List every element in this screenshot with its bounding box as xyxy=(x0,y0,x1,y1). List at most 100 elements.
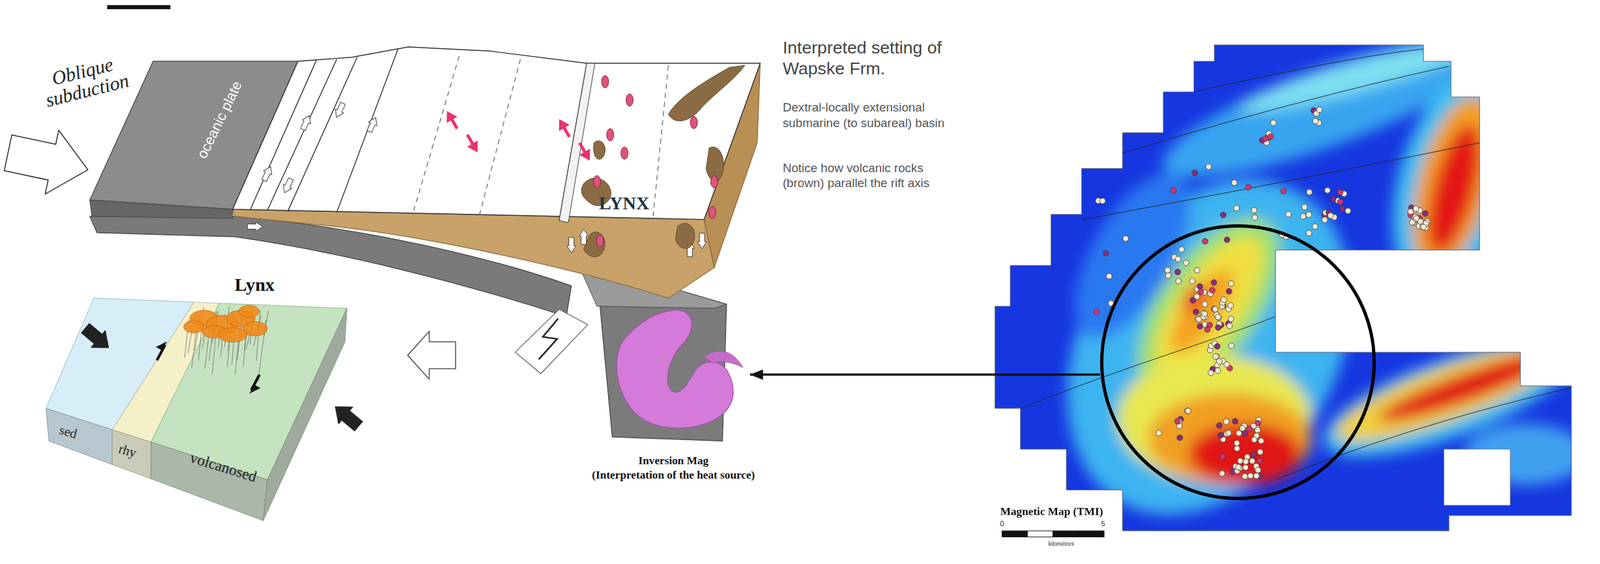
drill-collar xyxy=(1190,297,1196,304)
drill-collar xyxy=(1251,207,1258,214)
drill-collar xyxy=(1102,250,1109,257)
drill-collar xyxy=(1312,117,1319,124)
drill-collar xyxy=(1233,205,1240,212)
rupture-symbol xyxy=(538,318,559,360)
drill-collar xyxy=(1316,106,1323,113)
drill-collar xyxy=(1233,439,1240,446)
drill-collar xyxy=(1164,267,1171,274)
drill-collar xyxy=(1251,214,1258,221)
drill-collar xyxy=(1311,223,1318,230)
drill-collar xyxy=(1422,210,1429,217)
drill-collar xyxy=(1247,472,1254,479)
extension-arrow-head xyxy=(579,148,596,164)
fault-motion-arrow xyxy=(332,101,348,119)
drill-collar xyxy=(1227,316,1234,322)
shear-arrow xyxy=(150,337,167,360)
fault-line xyxy=(336,48,399,213)
drill-collar xyxy=(1205,163,1212,170)
drill-collar xyxy=(1339,205,1346,212)
fault-motion-arrow xyxy=(298,113,314,131)
drill-collar xyxy=(1420,224,1427,231)
drill-collar xyxy=(1197,289,1204,296)
drill-collar xyxy=(1122,235,1129,242)
anomaly-zone xyxy=(1417,119,1492,259)
drill-collar xyxy=(1251,436,1258,443)
volcano-symbol xyxy=(596,234,604,248)
illustration-group xyxy=(1,5,1593,564)
node-heading: Inversion Mag xyxy=(638,454,710,468)
drill-collar xyxy=(1197,323,1204,330)
map-focus-circle: Magnetic Map (TMI) xyxy=(1100,224,1376,500)
drill-collar xyxy=(1195,316,1202,322)
drill-collar xyxy=(1228,342,1235,349)
drill-collar xyxy=(1210,279,1217,286)
drill-collar xyxy=(1216,422,1223,429)
volcano-symbol xyxy=(593,175,601,188)
block-side xyxy=(263,308,347,521)
drill-collar xyxy=(1242,464,1249,471)
drill-collar xyxy=(1220,453,1226,460)
drill-collar xyxy=(1407,208,1414,215)
scale-bar-segment xyxy=(1053,530,1079,537)
compression-arrow xyxy=(407,331,456,380)
anomaly-zone xyxy=(1188,423,1301,485)
volcanic-rock xyxy=(593,140,606,160)
dashed-fault xyxy=(413,56,459,213)
drill-collar xyxy=(1214,367,1221,374)
drill-collar xyxy=(1267,133,1274,140)
volcano-symbol xyxy=(690,116,698,129)
drill-collar xyxy=(1175,269,1181,276)
drill-collar xyxy=(1175,278,1182,285)
drill-collar xyxy=(1209,287,1216,294)
node-heading: Lynx xyxy=(234,274,275,296)
geologic-contact xyxy=(1081,142,1481,219)
drill-collar xyxy=(1219,470,1226,477)
drill-collar xyxy=(1156,430,1163,437)
volcano-symbol xyxy=(626,93,634,107)
drill-collar xyxy=(1337,189,1344,195)
drill-collar xyxy=(1236,430,1243,437)
drill-collar xyxy=(1228,280,1235,287)
lynx-block xyxy=(45,297,366,521)
drill-collar xyxy=(1192,170,1198,176)
fault-line xyxy=(250,59,317,210)
subduction-arrow xyxy=(1,120,95,202)
drill-collar xyxy=(1242,458,1249,465)
map-outline xyxy=(995,44,1572,531)
fault-motion-arrow xyxy=(247,222,263,232)
drill-collar xyxy=(1330,196,1337,203)
geologic-contact xyxy=(1122,66,1449,154)
drill-collar xyxy=(1216,358,1222,365)
node-subtext: (Interpretation of the heat source) xyxy=(591,468,755,482)
stress-arrow xyxy=(78,319,117,357)
volcano-symbol xyxy=(601,75,609,88)
mineralization-body xyxy=(218,327,248,343)
drill-collar xyxy=(1242,473,1249,480)
fault-motion-arrow xyxy=(364,115,380,133)
drill-collar xyxy=(1107,300,1114,307)
drill-collar xyxy=(1257,457,1264,464)
drill-collar xyxy=(1218,432,1224,438)
anomaly-zone xyxy=(1370,60,1538,307)
shear-arrow-head xyxy=(155,337,167,350)
dashed-fault xyxy=(479,59,521,215)
inversion-body xyxy=(616,310,734,429)
drill-collar xyxy=(1201,301,1208,307)
extension-arrow xyxy=(553,116,575,141)
drill-collar xyxy=(1345,207,1352,214)
drill-collar xyxy=(1337,198,1344,205)
fault-motion-arrow xyxy=(697,233,707,249)
volcanic-rock xyxy=(583,232,606,257)
shear-arrow-head xyxy=(249,384,261,397)
volcano-symbol xyxy=(711,175,719,188)
drill-collar xyxy=(1306,230,1312,236)
drill-collar xyxy=(1220,296,1227,303)
drill-collar xyxy=(1285,211,1292,218)
drill-collar xyxy=(1245,184,1252,191)
drill-collar xyxy=(1239,424,1246,431)
drill-collar xyxy=(1223,236,1230,243)
extension-arrow-head xyxy=(553,116,570,131)
extension-arrow xyxy=(462,131,483,156)
fault-line xyxy=(288,57,358,212)
